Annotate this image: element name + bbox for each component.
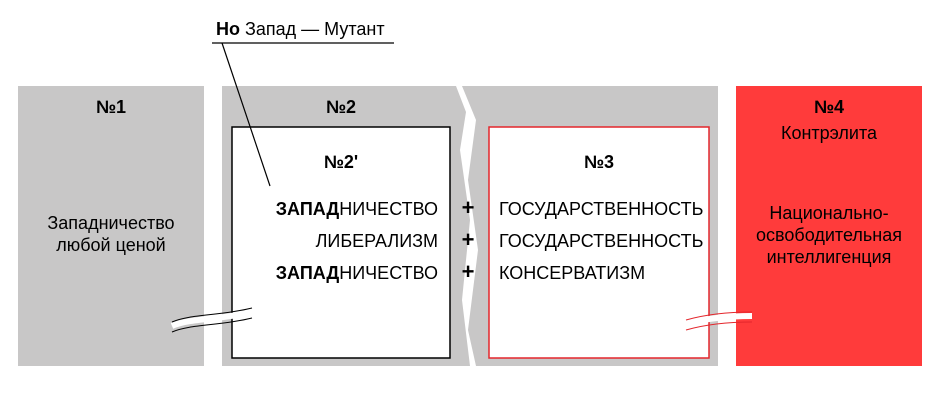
panel-2-row-2: ЛИБЕРАЛИЗМ — [232, 230, 438, 252]
panel-2-row-3-bold: ЗАПАД — [275, 263, 340, 283]
panel-4-subtitle: Контрэлита — [780, 123, 878, 143]
panel-2-row-3: ЗАПАДНИЧЕСТВО — [232, 262, 438, 284]
break-mark-right-outline — [685, 311, 753, 321]
plus-sign-1: + — [461, 195, 475, 220]
panel-4-background — [736, 86, 922, 366]
panel-3-row-1: ГОСУДАРСТВЕННОСТЬ — [499, 199, 704, 219]
panel-1-number: №1 — [95, 97, 127, 117]
break-mark-left — [170, 309, 253, 329]
inner-frame-2prime — [231, 126, 451, 359]
panel-3-row-3: КОНСЕРВАТИЗМ — [499, 263, 646, 283]
break-mark-right-outline-2 — [685, 321, 753, 331]
panel-4-line-2: освободительная — [756, 225, 902, 245]
break-mark-left-outline-2 — [171, 317, 253, 333]
annotation-rest: Запад — Мутант — [240, 19, 385, 39]
panel-3-number: №3 — [583, 152, 615, 172]
panel-4-number: №4 — [813, 97, 845, 117]
plus-sign-3: + — [461, 259, 475, 284]
break-mark-left-outline — [171, 307, 253, 323]
panel-2-row-1-bold: ЗАПАД — [275, 199, 340, 219]
panel-2-row-1-normal: НИЧЕСТВО — [339, 199, 438, 219]
panel-4-line-1: Национально- — [769, 203, 889, 223]
panel-3-row-2: ГОСУДАРСТВЕННОСТЬ — [499, 231, 704, 251]
panel-2-row-1: ЗАПАДНИЧЕСТВО — [232, 198, 438, 220]
plus-sign-2: + — [461, 227, 475, 252]
inner-frame-3 — [488, 126, 710, 359]
panel-1-background — [18, 86, 204, 366]
panel-2-row-2-normal: ЛИБЕРАЛИЗМ — [315, 231, 438, 251]
panel-4-line-3: интеллигенция — [766, 247, 892, 267]
panel-1-line-2: любой ценой — [56, 235, 166, 255]
annotation-label: Но Запад — Мутант — [216, 18, 385, 40]
annotation-bold: Но — [216, 19, 240, 39]
panel-2prime-number: №2' — [323, 152, 359, 172]
break-mark-right — [685, 313, 753, 327]
panel-2-number: №2 — [325, 97, 357, 117]
annotation-leader-line — [221, 42, 271, 187]
panel-1-line-1: Западничество — [47, 213, 175, 233]
panel-2-row-3-normal: НИЧЕСТВО — [339, 263, 438, 283]
